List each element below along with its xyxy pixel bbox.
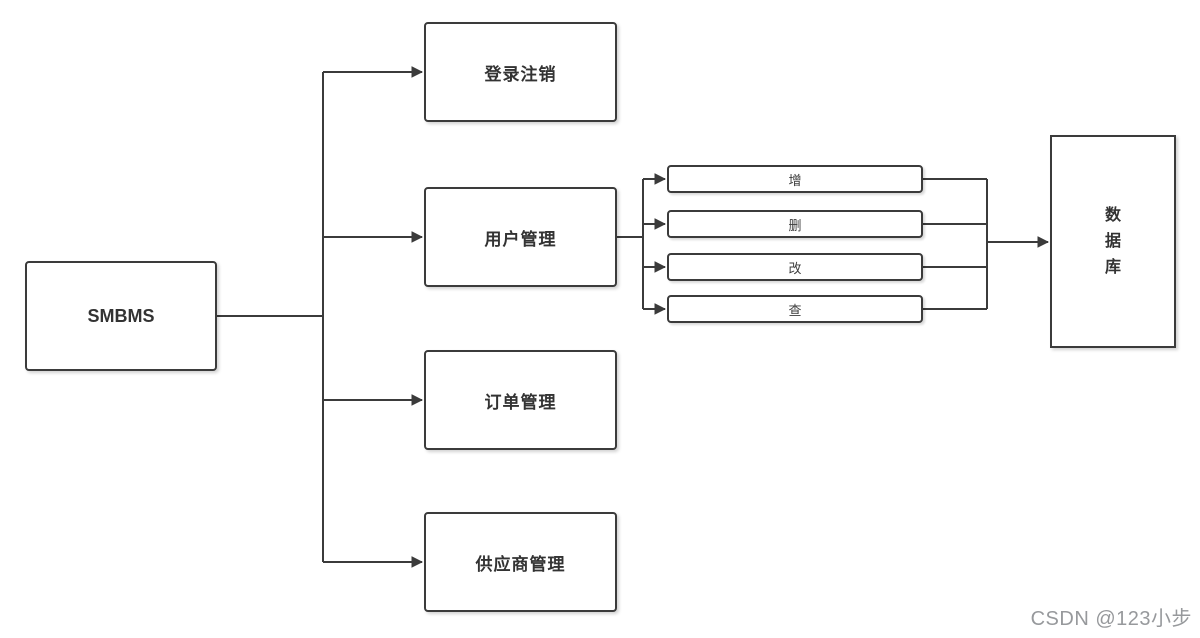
node-crud-update-label: 改 xyxy=(788,260,802,276)
node-crud-add: 增 xyxy=(667,165,923,193)
node-crud-delete-label: 删 xyxy=(788,217,802,233)
node-smbms-label: SMBMS xyxy=(87,305,155,326)
node-smbms: SMBMS xyxy=(25,261,217,371)
csdn-watermark: CSDN @123小步 xyxy=(1030,608,1192,630)
node-module-login-label: 登录注销 xyxy=(484,64,557,84)
node-module-order: 订单管理 xyxy=(424,350,617,450)
node-crud-delete: 删 xyxy=(667,210,923,238)
node-crud-update: 改 xyxy=(667,253,923,281)
node-database: 数 据 库 xyxy=(1050,135,1176,348)
node-crud-add-label: 增 xyxy=(788,172,802,188)
node-crud-query: 查 xyxy=(667,295,923,323)
node-module-user-label: 用户管理 xyxy=(484,229,557,249)
node-database-char-1: 数 xyxy=(1104,206,1121,224)
node-module-supplier: 供应商管理 xyxy=(424,512,617,612)
node-module-user: 用户管理 xyxy=(424,187,617,287)
node-module-order-label: 订单管理 xyxy=(484,392,557,412)
node-database-char-2: 据 xyxy=(1104,232,1121,250)
node-crud-query-label: 查 xyxy=(788,302,802,318)
node-database-char-3: 库 xyxy=(1104,258,1121,276)
node-module-supplier-label: 供应商管理 xyxy=(475,554,566,574)
node-module-login: 登录注销 xyxy=(424,22,617,122)
